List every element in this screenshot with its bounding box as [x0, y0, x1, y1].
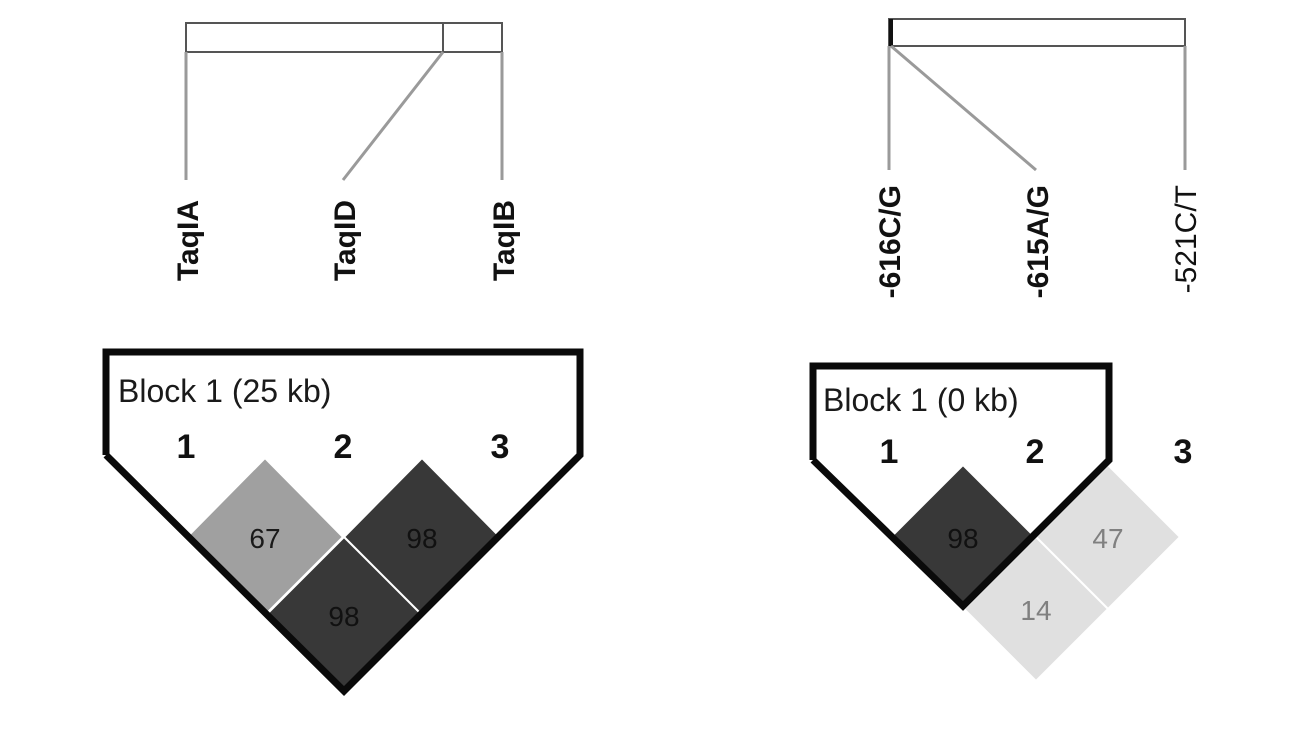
- haplotype-block-outline: [102, 348, 584, 696]
- marker-index: 2: [1026, 433, 1045, 471]
- ld-value: 67: [249, 523, 280, 554]
- ld-panel-left: TaqIA TaqID TaqIB 67 98 98 Block 1 (25 k…: [102, 22, 584, 696]
- ld-value: 98: [406, 523, 437, 554]
- marker-index: 3: [491, 428, 510, 466]
- snp-label: -615A/G: [1022, 185, 1055, 298]
- marker-connector-line: [341, 51, 445, 181]
- ld-value: 47: [1092, 523, 1123, 554]
- marker-index: 3: [1174, 433, 1193, 471]
- marker-index: 1: [880, 433, 899, 471]
- ld-panel-right: -616C/G -615A/G -521C/T 98 47 14 Block 1…: [809, 18, 1203, 683]
- ld-value: 14: [1020, 595, 1051, 626]
- marker-position-bar: [888, 18, 1186, 47]
- block-title: Block 1 (0 kb): [823, 382, 1019, 418]
- snp-label: -521C/T: [1170, 185, 1203, 293]
- block-title: Block 1 (25 kb): [118, 373, 331, 409]
- snp-label: TaqIB: [488, 200, 521, 281]
- haplotype-block-outline: [809, 362, 1113, 611]
- ld-value: 98: [947, 523, 978, 554]
- marker-index: 2: [334, 428, 353, 466]
- snp-label: -616C/G: [874, 185, 907, 298]
- snp-label: TaqIA: [172, 200, 205, 281]
- marker-position-bar: [185, 22, 503, 53]
- snp-label: TaqID: [329, 200, 362, 281]
- marker-index: 1: [177, 428, 196, 466]
- ld-value: 98: [328, 601, 359, 632]
- marker-connector-line: [890, 44, 1037, 172]
